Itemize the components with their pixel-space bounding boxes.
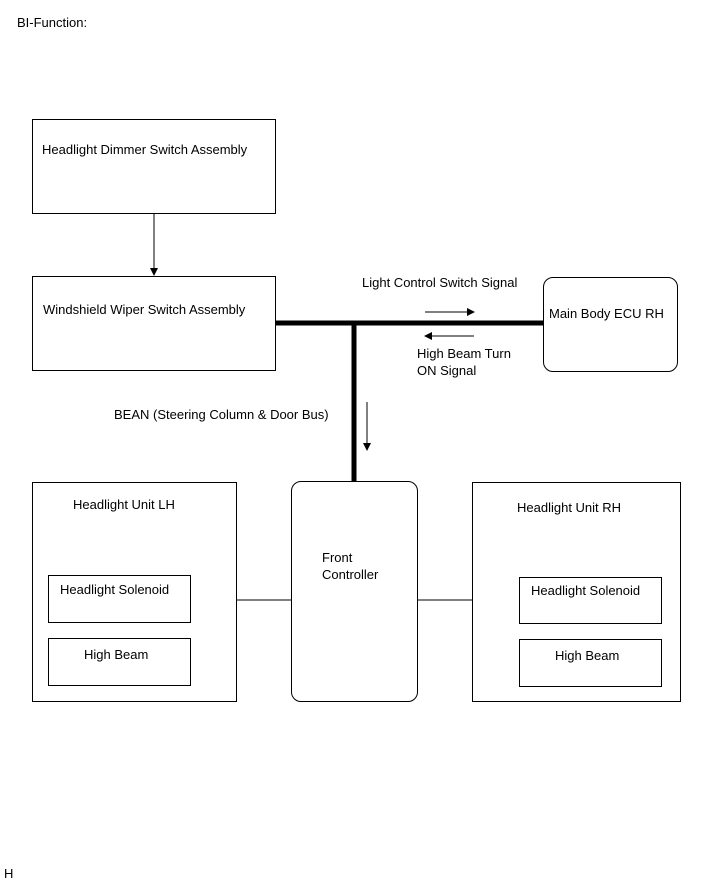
bean-bus-label: BEAN (Steering Column & Door Bus) [114, 407, 329, 422]
light-control-signal-label: Light Control Switch Signal [362, 275, 518, 290]
main-body-ecu-box: Main Body ECU RH [543, 277, 678, 372]
footer-mark: H [4, 866, 14, 881]
headlight-unit-rh-label: Headlight Unit RH [517, 500, 622, 515]
rh-high-beam-box: High Beam [519, 639, 662, 687]
headlight-unit-lh-label: Headlight Unit LH [73, 497, 175, 512]
lh-high-beam-box: High Beam [48, 638, 191, 686]
lh-high-beam-label: High Beam [84, 647, 149, 662]
front-controller-box: Front Controller [291, 481, 418, 702]
rh-high-beam-label: High Beam [555, 648, 620, 663]
windshield-wiper-switch-box: Windshield Wiper Switch Assembly [32, 276, 276, 371]
lh-headlight-solenoid-label: Headlight Solenoid [60, 582, 170, 597]
headlight-dimmer-switch-label: Headlight Dimmer Switch Assembly [42, 142, 248, 157]
rh-headlight-solenoid-label: Headlight Solenoid [531, 583, 641, 598]
rh-headlight-solenoid-box: Headlight Solenoid [519, 577, 662, 624]
main-body-ecu-label: Main Body ECU RH [549, 306, 664, 321]
front-controller-label-1: Front [322, 550, 353, 565]
high-beam-turn-signal-label-1: High Beam Turn [417, 346, 511, 361]
front-controller-label-2: Controller [322, 567, 379, 582]
high-beam-turn-signal-label-2: ON Signal [417, 363, 477, 378]
diagram-title: BI-Function: [17, 15, 88, 30]
headlight-dimmer-switch-box: Headlight Dimmer Switch Assembly [32, 119, 276, 214]
windshield-wiper-switch-label: Windshield Wiper Switch Assembly [43, 302, 246, 317]
lh-headlight-solenoid-box: Headlight Solenoid [48, 575, 191, 623]
